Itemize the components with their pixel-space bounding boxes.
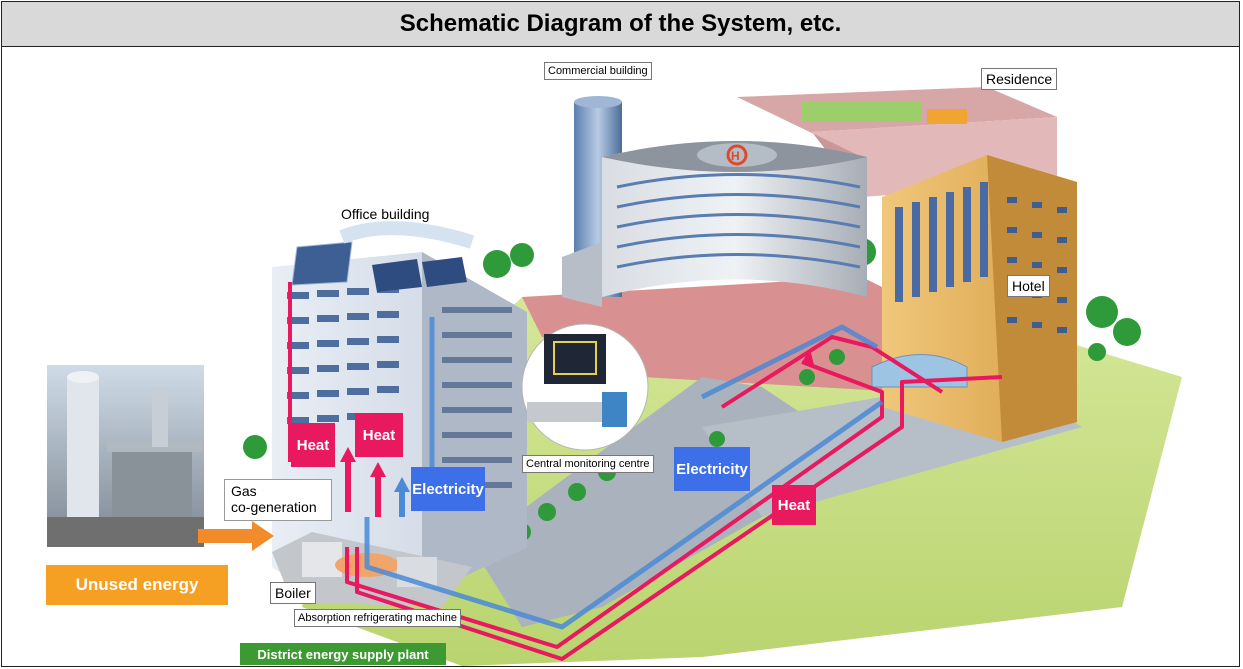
label-residence: Residence	[981, 68, 1058, 90]
label-absorption-machine: Absorption refrigerating machine	[294, 609, 461, 627]
gas-line-1: Gas	[231, 483, 257, 499]
label-office-building: Office building	[341, 206, 430, 222]
heat-lines	[288, 282, 1003, 661]
solar-panels	[291, 221, 475, 292]
unused-energy-arrow	[198, 521, 274, 551]
system-scene: H	[2, 47, 1239, 666]
label-boiler: Boiler	[270, 582, 316, 604]
electricity-lines	[364, 317, 884, 630]
svg-text:H: H	[731, 149, 740, 163]
label-gas-cogeneration: Gas co-generation	[224, 479, 332, 521]
diagram-title: Schematic Diagram of the System, etc.	[2, 2, 1239, 47]
label-central-monitoring: Central monitoring centre	[522, 455, 654, 473]
commercial-windows	[616, 173, 861, 269]
flow-arrows	[340, 349, 814, 517]
label-commercial-building: Commercial building	[544, 62, 652, 80]
hotel-windows	[895, 182, 988, 302]
flow-tag-heat-1: Heat	[291, 423, 335, 467]
flow-tag-electricity-1: Electricity	[411, 467, 485, 511]
district-plant-label: District energy supply plant	[240, 643, 446, 665]
flow-tag-electricity-2: Electricity	[674, 447, 750, 491]
flow-tag-heat-2: Heat	[355, 413, 403, 457]
unused-energy-label: Unused energy	[46, 565, 228, 605]
gas-line-2: co-generation	[231, 499, 317, 515]
label-hotel: Hotel	[1007, 275, 1050, 297]
flow-tag-heat-3: Heat	[772, 485, 816, 525]
office-windows	[287, 286, 399, 424]
scene-illustration: H	[47, 87, 1182, 666]
